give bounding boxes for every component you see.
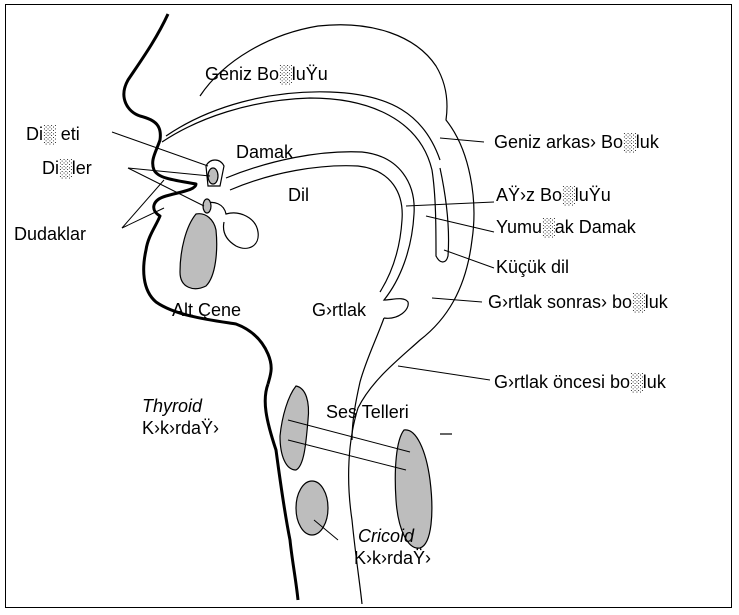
label-thyroid-sub: K›k›rdaŸ›: [142, 418, 219, 438]
leader-oral: [406, 202, 494, 206]
label-nasal-cavity: Geniz Bo░luŸu: [205, 64, 328, 85]
leader-teeth-1: [128, 168, 210, 176]
label-pre-larynx: G›rtlak öncesi bo░luk: [494, 372, 667, 393]
label-cricoid: Cricoid: [358, 526, 415, 546]
label-cricoid-sub: K›k›rdaŸ›: [354, 548, 431, 568]
leader-pre-larynx: [398, 366, 490, 380]
leader-posterior-nasal: [440, 138, 484, 142]
label-palate: Damak: [236, 142, 294, 162]
label-oral-cavity: AŸ›z Bo░luŸu: [496, 185, 611, 206]
tongue-inner: [230, 166, 402, 292]
lower-tooth: [203, 199, 211, 213]
palate-upper: [166, 92, 440, 160]
leader-post-larynx: [432, 298, 482, 302]
label-lips: Dudaklar: [14, 224, 86, 244]
label-uvula: Küçük dil: [496, 257, 569, 277]
label-gum: Di░ eti: [26, 124, 80, 145]
leader-uvula: [444, 250, 494, 268]
cricoid-cartilage: [296, 481, 328, 535]
label-posterior-nasal: Geniz arkas› Bo░luk: [494, 132, 660, 153]
label-vocal-cords: Ses Telleri: [326, 402, 409, 422]
label-thyroid: Thyroid: [142, 396, 203, 416]
label-larynx: G›rtlak: [312, 300, 367, 320]
vocal-cord-lower: [288, 440, 406, 470]
label-tongue: Dil: [288, 185, 309, 205]
label-lower-jaw: Alt Çene: [172, 300, 241, 320]
label-post-larynx: G›rtlak sonras› bo░luk: [488, 292, 669, 313]
label-teeth: Di░ler: [42, 158, 92, 179]
jaw-bone: [180, 214, 217, 289]
label-soft-palate: Yumu░ak Damak: [496, 217, 637, 238]
thyroid-cartilage: [280, 386, 309, 470]
